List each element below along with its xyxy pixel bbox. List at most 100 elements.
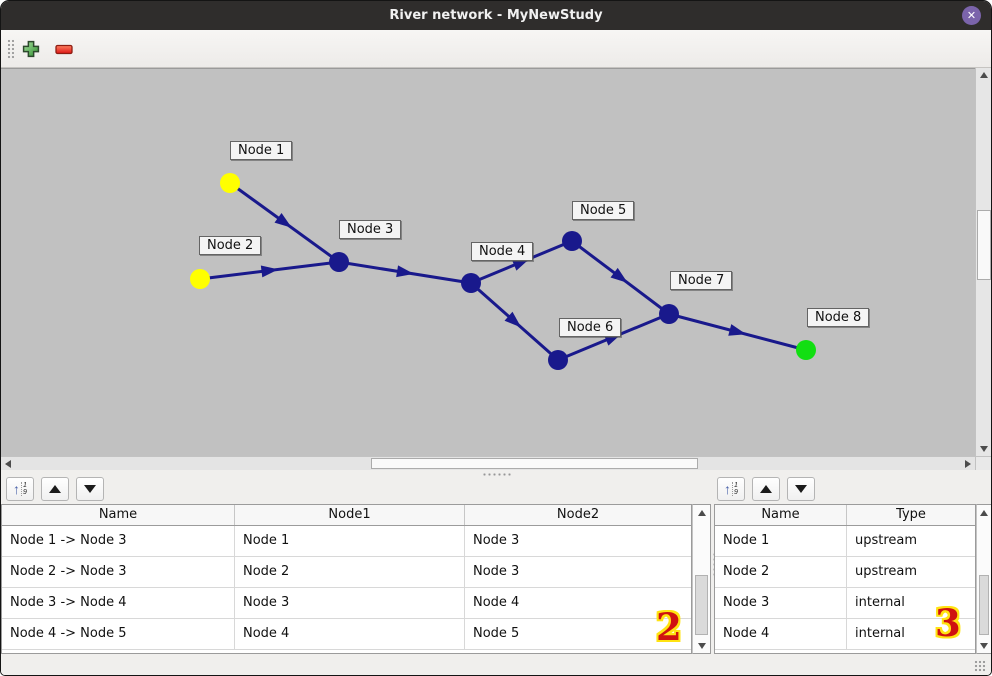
table-cell[interactable]: Node 5 xyxy=(473,626,520,641)
node-label-5[interactable]: Node 5 xyxy=(572,201,635,220)
canvas-horizontal-scrollbar[interactable] xyxy=(1,456,975,470)
close-icon: ✕ xyxy=(966,9,977,22)
toolbar-drag-handle[interactable] xyxy=(7,39,14,59)
node-label-6[interactable]: Node 6 xyxy=(559,318,622,337)
table-cell[interactable]: Node 3 xyxy=(473,564,520,579)
move-down-button-right[interactable] xyxy=(787,477,815,501)
table-row[interactable]: Node 1 upstream xyxy=(715,526,975,557)
table-cell[interactable]: upstream xyxy=(855,533,918,548)
close-button[interactable]: ✕ xyxy=(962,6,981,25)
status-bar xyxy=(1,655,991,675)
horizontal-scroll-thumb[interactable] xyxy=(371,458,698,469)
table-cell[interactable]: internal xyxy=(855,626,905,641)
reaches-table-scrollbar[interactable] xyxy=(692,504,711,654)
remove-button[interactable] xyxy=(52,37,76,61)
column-header[interactable]: Name xyxy=(2,505,235,525)
arrowhead-icon xyxy=(274,212,292,228)
table-scroll-thumb[interactable] xyxy=(695,575,708,635)
resize-grip[interactable] xyxy=(974,660,987,672)
nodes-table-scrollbar[interactable] xyxy=(976,504,991,654)
scroll-right-button[interactable] xyxy=(961,457,975,470)
horizontal-splitter[interactable] xyxy=(1,470,991,478)
scrollbar-corner xyxy=(975,456,991,470)
scroll-down-button[interactable] xyxy=(976,442,991,456)
move-down-button-left[interactable] xyxy=(76,477,104,501)
node-4[interactable] xyxy=(461,273,481,293)
table-cell[interactable]: Node 4 xyxy=(715,619,847,649)
scroll-up-button[interactable] xyxy=(693,506,710,519)
up-triangle-icon xyxy=(49,485,61,493)
scroll-up-button[interactable] xyxy=(977,506,991,519)
down-triangle-icon xyxy=(84,485,96,493)
table-cell[interactable]: Node 3 -> Node 4 xyxy=(2,588,235,618)
table-cell[interactable]: Node 3 xyxy=(473,533,520,548)
table-cell[interactable]: Node 1 xyxy=(235,526,465,556)
minus-icon xyxy=(54,44,73,54)
table-cell[interactable]: Node 1 -> Node 3 xyxy=(2,526,235,556)
annotation-3: 3 xyxy=(935,601,961,645)
node-1[interactable] xyxy=(220,173,240,193)
table-cell[interactable]: Node 1 xyxy=(715,526,847,556)
vertical-scroll-thumb[interactable] xyxy=(977,210,991,280)
table-header: Name Type xyxy=(715,505,975,526)
scroll-down-button[interactable] xyxy=(693,639,710,652)
table-cell[interactable]: internal xyxy=(855,595,905,610)
main-toolbar xyxy=(1,30,991,68)
column-header[interactable]: Name xyxy=(715,505,847,525)
scroll-up-button[interactable] xyxy=(976,68,991,82)
canvas-vertical-scrollbar[interactable] xyxy=(975,68,991,456)
table-cell[interactable]: Node 3 xyxy=(235,588,465,618)
node-5[interactable] xyxy=(562,231,582,251)
arrowhead-icon xyxy=(728,324,747,336)
network-graph xyxy=(190,173,816,370)
table-cell[interactable]: Node 2 xyxy=(715,557,847,587)
table-cell[interactable]: Node 3 xyxy=(715,588,847,618)
title-bar[interactable]: River network - MyNewStudy ✕ xyxy=(1,1,991,30)
scroll-left-button[interactable] xyxy=(1,457,15,470)
table-scroll-thumb[interactable] xyxy=(979,575,989,635)
river-network-canvas[interactable]: Node 1 Node 2 Node 3 Node 4 Node 5 Node 6 Node… xyxy=(1,68,975,457)
column-header[interactable]: Node1 xyxy=(235,505,465,525)
node-label-4[interactable]: Node 4 xyxy=(471,242,534,261)
node-2[interactable] xyxy=(190,269,210,289)
move-up-button-right[interactable] xyxy=(752,477,780,501)
table-cell[interactable]: upstream xyxy=(855,564,918,579)
node-label-8[interactable]: Node 8 xyxy=(807,308,870,327)
table-cell[interactable]: Node 4 xyxy=(235,619,465,649)
column-header[interactable]: Type xyxy=(896,507,926,522)
table-cell[interactable]: Node 2 -> Node 3 xyxy=(2,557,235,587)
splitter-dots xyxy=(482,472,512,476)
column-header[interactable]: Node2 xyxy=(556,507,600,522)
arrowhead-icon xyxy=(511,258,530,271)
table-cell[interactable]: Node 4 xyxy=(473,595,520,610)
table-row[interactable]: Node 2 upstream xyxy=(715,557,975,588)
table-cell[interactable]: Node 2 xyxy=(235,557,465,587)
down-triangle-icon xyxy=(795,485,807,493)
add-button[interactable] xyxy=(19,37,43,61)
arrowhead-icon xyxy=(260,265,279,278)
table-row[interactable]: Node 4 internal xyxy=(715,619,975,650)
node-7[interactable] xyxy=(659,304,679,324)
node-label-7[interactable]: Node 7 xyxy=(670,271,733,290)
arrowhead-icon xyxy=(504,311,522,328)
scroll-down-button[interactable] xyxy=(977,639,991,652)
node-label-2[interactable]: Node 2 xyxy=(199,236,262,255)
node-label-3[interactable]: Node 3 xyxy=(339,220,402,239)
node-6[interactable] xyxy=(548,350,568,370)
node-8[interactable] xyxy=(796,340,816,360)
move-up-button-left[interactable] xyxy=(41,477,69,501)
table-cell[interactable]: Node 4 -> Node 5 xyxy=(2,619,235,649)
node-label-1[interactable]: Node 1 xyxy=(230,141,293,160)
table-row[interactable]: Node 3 internal xyxy=(715,588,975,619)
node-3[interactable] xyxy=(329,252,349,272)
